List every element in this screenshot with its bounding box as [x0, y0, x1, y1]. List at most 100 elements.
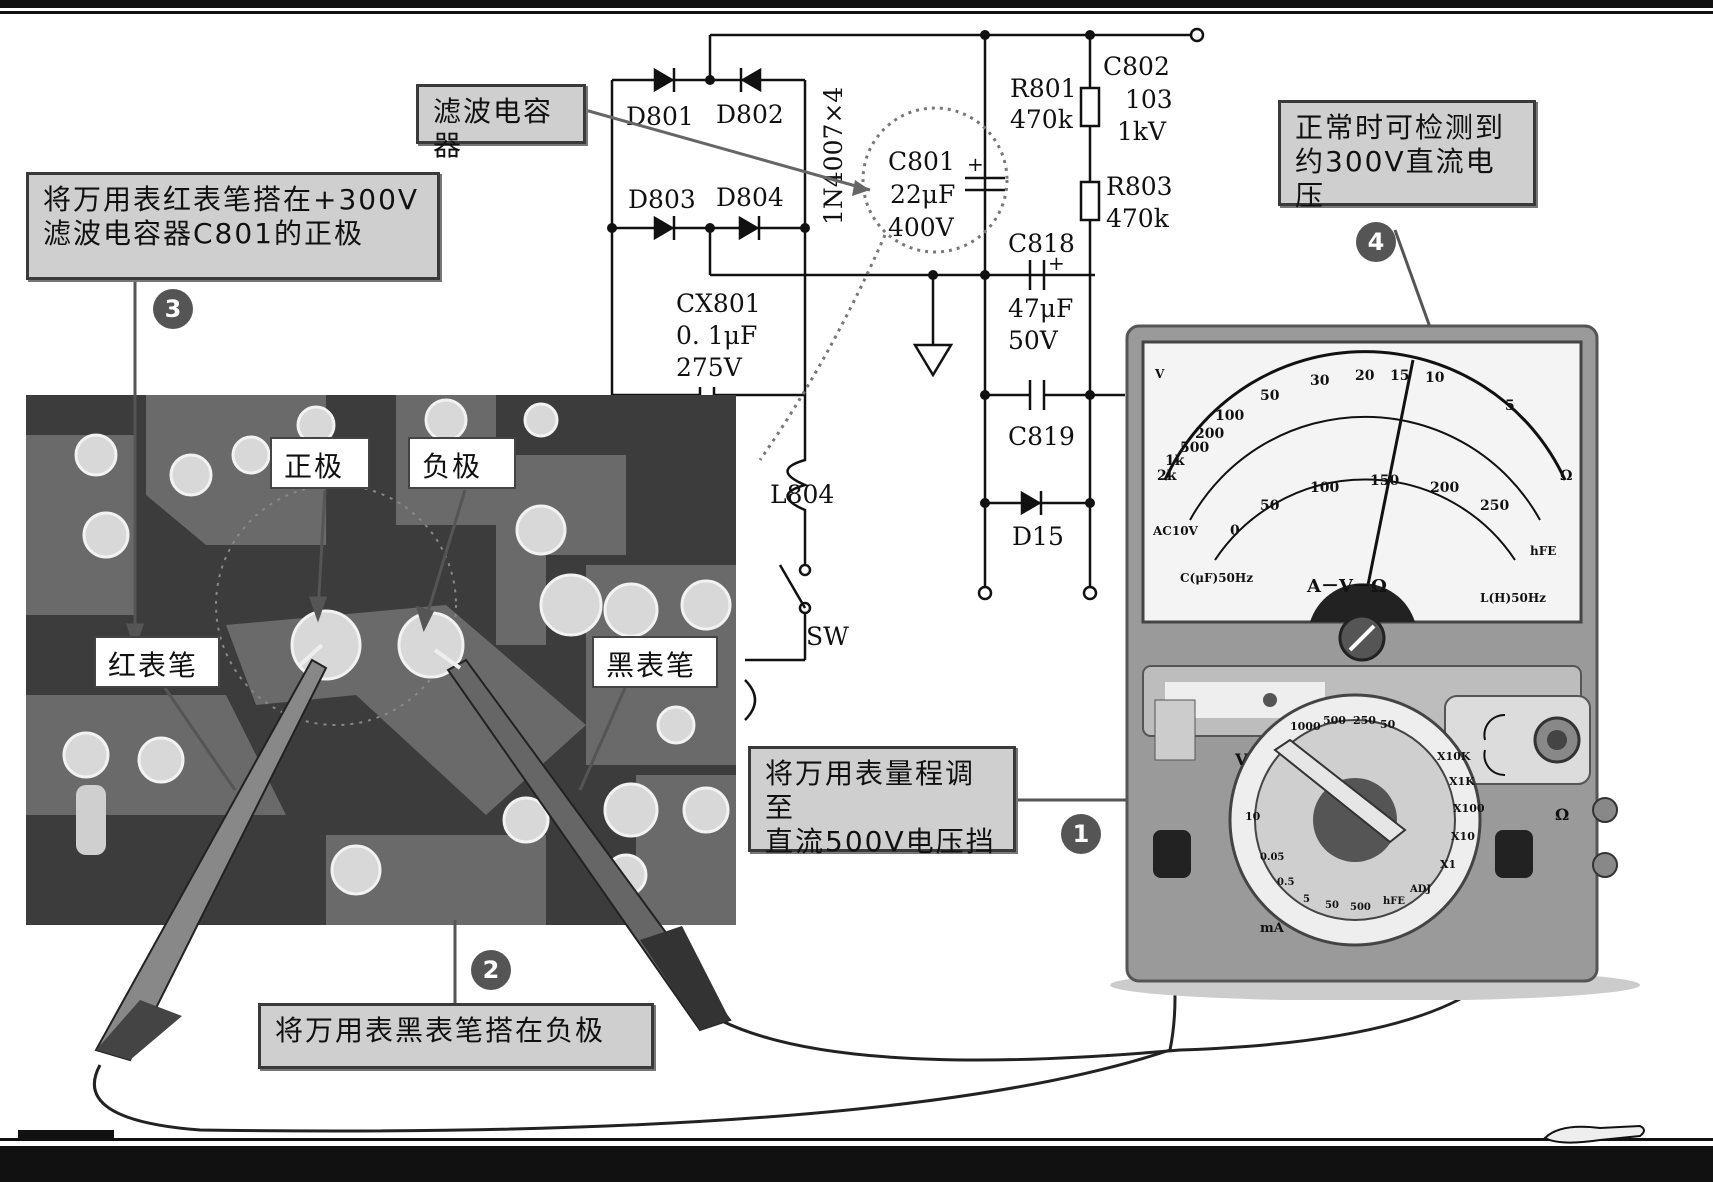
label-r803-name: R803 [1106, 172, 1173, 201]
callout-step4-line2: 约300V直流电压 [1295, 145, 1496, 212]
dial-ma-005: 0.05 [1260, 852, 1284, 863]
label-d804: D804 [716, 183, 784, 212]
dial-ohm-x100: X100 [1453, 802, 1485, 815]
scale-footer: A－V－Ω [1306, 576, 1387, 597]
dial-adj: ADJ [1409, 884, 1431, 895]
dial-ma-label: mA [1260, 921, 1285, 936]
dial-v-500: 500 [1323, 714, 1346, 727]
dial-ma-5: 5 [1303, 894, 1310, 905]
dial-hfe: hFE [1383, 896, 1405, 907]
dc-250: 250 [1480, 498, 1509, 514]
label-black-probe: 黑表笔 [592, 636, 718, 688]
step-number-4: 4 [1356, 222, 1396, 262]
callout-filter-capacitor-text: 滤波电容器 [433, 95, 554, 162]
dc-150: 150 [1370, 473, 1399, 489]
callout-step2: 将万用表黑表笔搭在负极 [258, 1003, 654, 1069]
ohm-100: 100 [1215, 408, 1244, 424]
label-c818-cap: 47μF [1008, 294, 1073, 323]
callout-step1-line1: 将万用表量程调至 [765, 757, 976, 824]
label-d802: D802 [716, 100, 784, 129]
svg-text:+: + [1048, 251, 1065, 275]
ohm-2k: 2k [1157, 468, 1177, 484]
ohm-1k: 1k [1165, 453, 1185, 469]
label-r801-name: R801 [1010, 74, 1077, 103]
callout-step4-line1: 正常时可检测到 [1295, 111, 1506, 144]
label-r803-val: 470k [1106, 204, 1170, 233]
dial-ohm-x10: X10 [1451, 830, 1475, 843]
label-hfe: hFE [1530, 544, 1556, 558]
label-v: V [1154, 367, 1165, 381]
label-c-ufd: C(μF)50Hz [1180, 571, 1253, 585]
bottom-left-mark [18, 1130, 114, 1138]
dc-50: 50 [1260, 498, 1280, 514]
dial-v-10: 10 [1245, 810, 1261, 823]
label-red-probe: 红表笔 [94, 636, 220, 688]
dial-ohm-x10k: X10K [1437, 750, 1471, 763]
label-c802-val: 103 [1125, 85, 1173, 114]
decorative-clip-icon [1543, 1124, 1645, 1144]
svg-text:+: + [967, 152, 984, 176]
callout-step1: 将万用表量程调至 直流500V电压挡 [748, 746, 1016, 858]
step-number-3: 3 [153, 289, 193, 329]
label-r801-val: 470k [1010, 105, 1074, 134]
label-negative-pole: 负极 [408, 437, 516, 489]
callout-step3: 将万用表红表笔搭在+300V 滤波电容器C801的正极 [26, 172, 440, 280]
dial-v-label: V [1234, 750, 1248, 769]
label-d803: D803 [628, 185, 696, 214]
ohm-adj-symbol: Ω [1555, 805, 1569, 824]
callout-filter-capacitor: 滤波电容器 [416, 84, 586, 162]
label-c801-volt: 400V [888, 213, 955, 242]
label-positive-pole: 正极 [270, 437, 370, 489]
dial-v-50: 50 [1380, 718, 1396, 731]
top-border-thin [0, 11, 1713, 14]
callout-step4: 正常时可检测到 约300V直流电压 [1278, 100, 1536, 212]
ohm-15: 15 [1390, 368, 1409, 384]
callout-step3-line1: 将万用表红表笔搭在+300V [43, 183, 420, 216]
label-c801-name: C801 [888, 147, 955, 176]
label-cx801-cap: 0. 1μF [676, 321, 757, 350]
label-l804: L804 [770, 480, 834, 509]
dc-200: 200 [1430, 480, 1459, 496]
dial-ohm-x1: X1 [1440, 858, 1456, 871]
step-number-1: 1 [1061, 814, 1101, 854]
dial-ma-500: 500 [1350, 902, 1371, 913]
label-sw: SW [806, 622, 849, 651]
ohm-10: 10 [1425, 370, 1445, 386]
ohm-5: 5 [1505, 398, 1515, 414]
callout-step1-line2: 直流500V电压挡 [765, 825, 996, 858]
label-diode-type: 1N4007×4 [819, 87, 848, 225]
step-number-2: 2 [471, 950, 511, 990]
label-cx801-volt: 275V [676, 353, 743, 382]
ohm-symbol: Ω [1560, 468, 1572, 484]
dial-ohm-x1k: X1K [1449, 775, 1475, 788]
label-c802-name: C802 [1103, 52, 1170, 81]
label-c818-volt: 50V [1008, 326, 1059, 355]
dc-100: 100 [1310, 480, 1339, 496]
top-border [0, 0, 1713, 8]
dial-ma-05: 0.5 [1277, 877, 1294, 888]
callout-step3-line2: 滤波电容器C801的正极 [43, 217, 364, 250]
dial-v-1000: 1000 [1290, 720, 1321, 733]
label-c802-volt: 1kV [1117, 117, 1167, 146]
ohm-20: 20 [1355, 368, 1375, 384]
multimeter: 20 15 10 5 30 50 100 200 500 1k 2k Ω 0 5… [1110, 324, 1640, 1000]
dial-v-250: 250 [1353, 714, 1376, 727]
label-cx801-name: CX801 [676, 289, 761, 318]
bottom-border [0, 1146, 1713, 1182]
label-ac10v: AC10V [1152, 524, 1199, 538]
label-l-h: L(H)50Hz [1480, 591, 1546, 605]
ohm-50: 50 [1260, 388, 1280, 404]
label-c801-cap: 22μF [890, 180, 955, 209]
ohm-500: 500 [1180, 440, 1209, 456]
label-c818-name: C818 [1008, 229, 1075, 258]
label-c819: C819 [1008, 422, 1075, 451]
ohm-30: 30 [1310, 373, 1330, 389]
bottom-border-thin [0, 1138, 1713, 1141]
ohm-200: 200 [1195, 426, 1224, 442]
dial-ma-50: 50 [1325, 900, 1339, 911]
dc-0: 0 [1230, 523, 1240, 539]
label-d15: D15 [1012, 522, 1064, 551]
callout-step2-text: 将万用表黑表笔搭在负极 [275, 1014, 606, 1047]
